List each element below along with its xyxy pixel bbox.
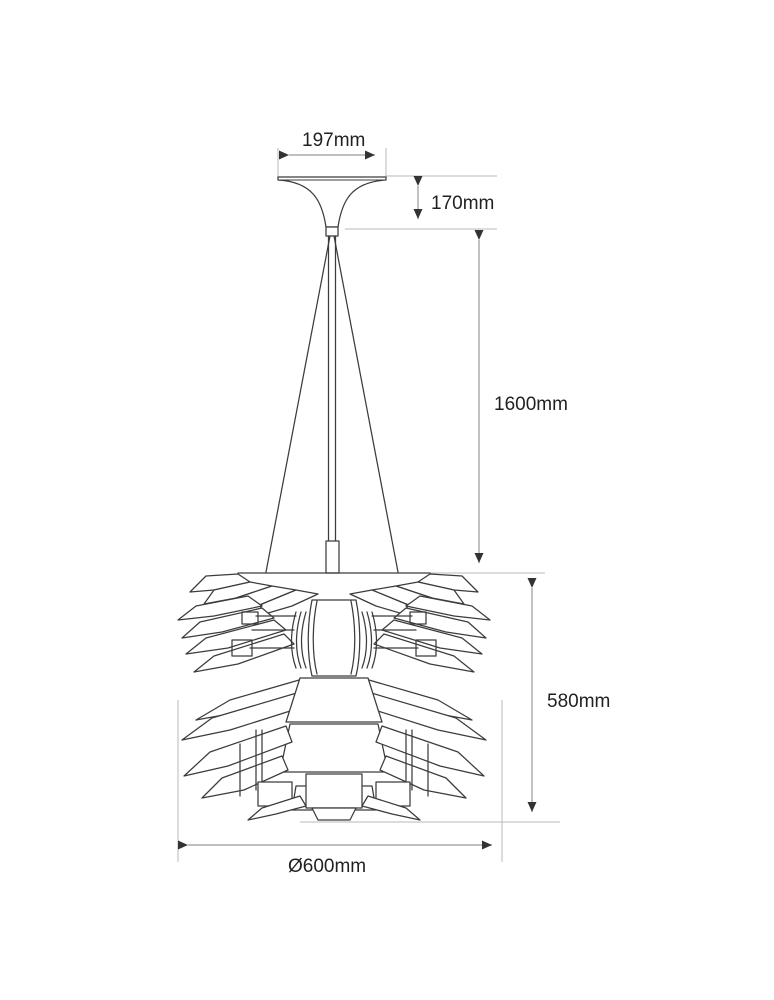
bracket-l-1 [241, 611, 259, 625]
shade-tier-3-leaves [181, 677, 487, 741]
shade-inner-fins [231, 611, 437, 669]
cable-stop-block [325, 540, 340, 574]
middle-cone-upper [285, 677, 383, 723]
leaf-t2-r1 [405, 595, 491, 621]
finial-body [305, 773, 363, 809]
shade-tier-5-leaves [247, 795, 421, 821]
hub-barrel [307, 599, 361, 677]
support-wire-right [333, 235, 399, 573]
leaf-t4-l2 [201, 755, 289, 799]
dimension-arrow-lines [178, 150, 537, 850]
shade-tier-4-leaves [183, 725, 485, 799]
label-canopy-width: 197mm [302, 130, 365, 151]
bracket-r-2 [415, 639, 437, 657]
shade-tier-2-leaves [177, 595, 491, 673]
leaf-t1-l4 [257, 589, 319, 617]
bracket-r-1 [409, 611, 427, 625]
leaf-t4-r1 [375, 725, 485, 777]
leaf-t1-r4 [349, 589, 411, 617]
cable-stop-body [325, 540, 340, 574]
middle-cone-lower [279, 723, 389, 773]
shade-middle-cone [279, 677, 389, 773]
leaf-t2-l4 [193, 633, 295, 673]
leaf-t2-l3 [185, 619, 287, 655]
hub-rib-left [312, 600, 318, 675]
leaf-t5-l [247, 795, 307, 821]
hub-rib-right [350, 600, 356, 675]
shade-bottom-finial [305, 773, 363, 821]
leaf-t1-l1 [189, 573, 251, 593]
shade-struts [239, 729, 429, 797]
fin-r-b [366, 611, 373, 669]
lamp-geometry [177, 176, 491, 821]
fin-r-a [371, 611, 378, 669]
leaf-t1-r1 [417, 573, 479, 593]
leaf-t4-r2 [379, 755, 467, 799]
cord-grip-body [325, 226, 339, 237]
cord-grip [325, 226, 339, 237]
leaf-t2-l1 [177, 595, 263, 621]
label-canopy-height: 170mm [431, 193, 494, 214]
label-shade-diameter: Ø600mm [288, 856, 366, 877]
suspension-cable [327, 235, 337, 542]
leaf-t2-r4 [373, 633, 475, 673]
bracket-l-2 [231, 639, 253, 657]
dimension-labels: 197mm 170mm 1600mm 580mm Ø600mm [288, 130, 610, 877]
finial-cap [311, 807, 357, 821]
support-wires [265, 235, 399, 573]
fin-l-b [295, 611, 302, 669]
support-wire-left [265, 235, 331, 573]
fin-l-c [300, 611, 307, 669]
fin-l-a [290, 611, 297, 669]
label-suspension-drop: 1600mm [494, 394, 568, 415]
leaf-t4-l1 [183, 725, 293, 777]
leaf-t5-r [361, 795, 421, 821]
shade-central-hub [307, 599, 361, 677]
label-shade-height: 580mm [547, 691, 610, 712]
leaf-t2-r3 [381, 619, 483, 655]
fin-r-c [361, 611, 368, 669]
